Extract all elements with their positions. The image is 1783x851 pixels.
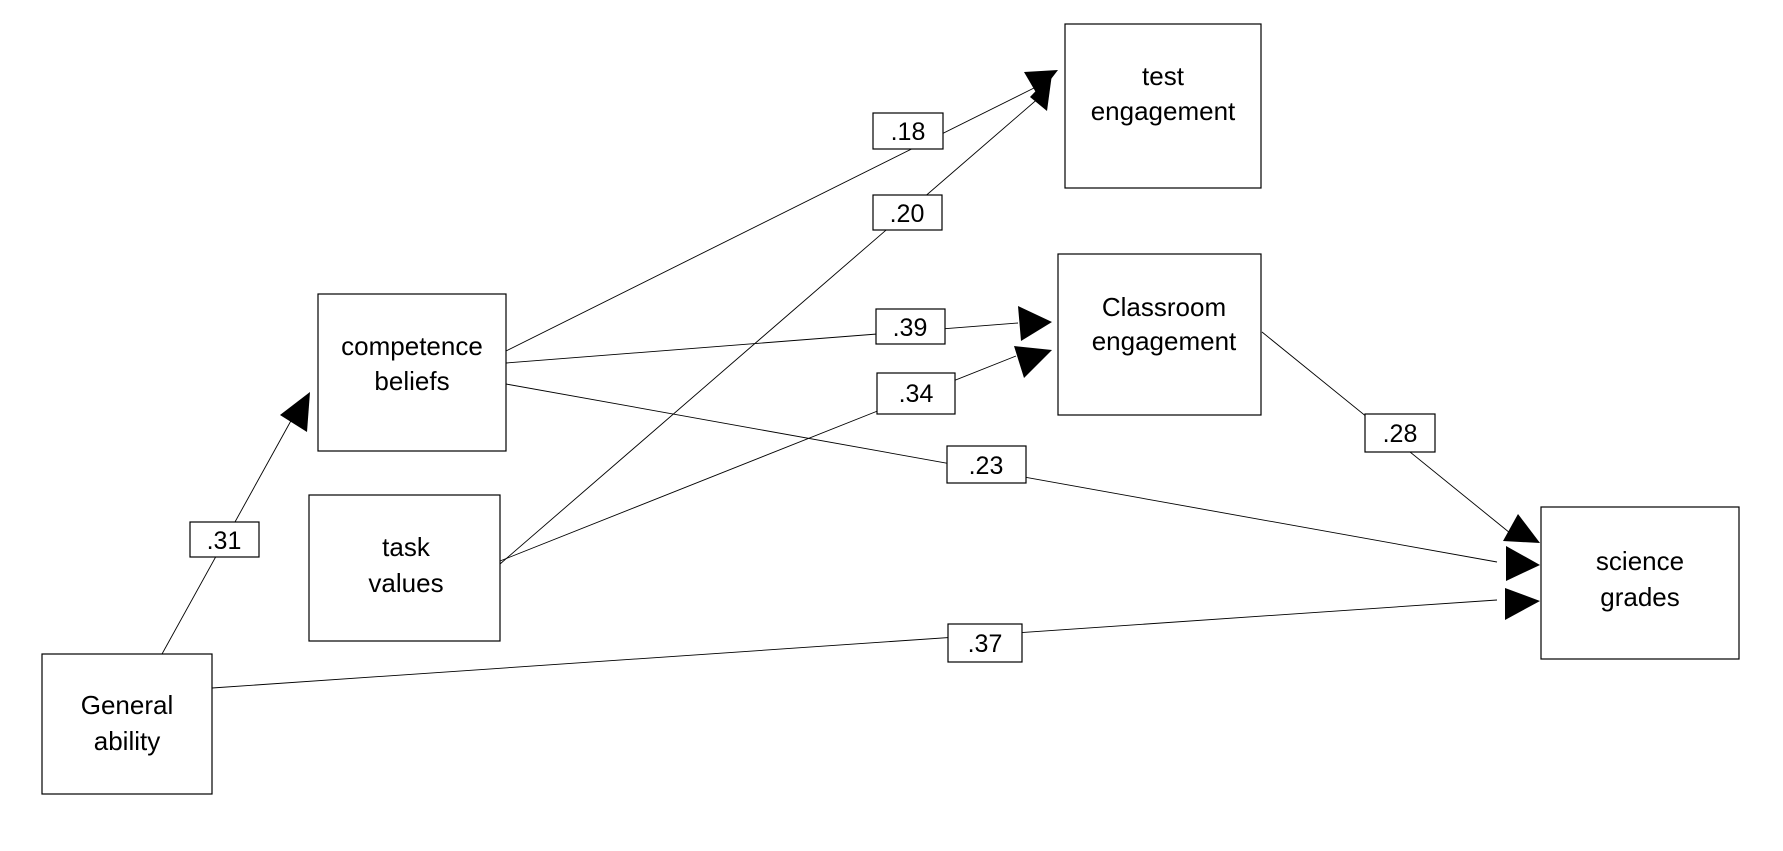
- node-test-engagement: test engagement: [1064, 23, 1262, 189]
- node-task-values: task values: [308, 494, 501, 642]
- coefficient-value: .20: [890, 200, 925, 228]
- coefficient-ability-competence: .31: [189, 521, 260, 558]
- test-engagement-label-line2: engagement: [1091, 96, 1236, 126]
- coefficient-competence-classroom: .39: [875, 308, 946, 345]
- science-grades-label-line2: grades: [1600, 582, 1680, 612]
- coefficient-value: .37: [968, 630, 1003, 658]
- arrowhead-grades-bottom: [1505, 588, 1540, 620]
- coefficient-competence-grades: .23: [946, 445, 1027, 484]
- competence-beliefs-label-line1: competence: [341, 331, 483, 361]
- test-engagement-label-line1: test: [1142, 61, 1185, 91]
- task-values-label-line1: task: [382, 532, 431, 562]
- coefficient-values-test: .20: [872, 194, 943, 231]
- science-grades-label-line1: science: [1596, 546, 1684, 576]
- coefficient-value: .28: [1383, 420, 1418, 448]
- coefficient-ability-grades: .37: [947, 623, 1023, 663]
- general-ability-label-line2: ability: [94, 726, 160, 756]
- coefficient-classroom-grades: .28: [1364, 413, 1436, 453]
- coefficient-value: .34: [899, 380, 934, 408]
- coefficient-value: .31: [207, 527, 242, 555]
- node-science-grades: science grades: [1540, 506, 1740, 660]
- edge-competence-test: [505, 84, 1041, 352]
- arrowhead-test-engagement-bottom: [1030, 74, 1052, 111]
- edge-values-test: [499, 89, 1049, 565]
- edge-ability-grades: [211, 599, 1498, 689]
- coefficient-value: .39: [893, 314, 928, 342]
- node-classroom-engagement: Classroom engagement: [1057, 253, 1262, 416]
- competence-beliefs-label-line2: beliefs: [374, 366, 449, 396]
- coefficient-values-classroom: .34: [876, 372, 956, 415]
- classroom-engagement-label-line2: engagement: [1092, 326, 1237, 356]
- node-competence-beliefs: competence beliefs: [317, 293, 507, 452]
- coefficient-value: .18: [891, 118, 926, 146]
- arrowhead-competence-beliefs: [280, 392, 310, 432]
- arrowhead-test-engagement-top: [1024, 70, 1058, 96]
- general-ability-label-line1: General: [81, 690, 174, 720]
- task-values-label-line2: values: [368, 568, 443, 598]
- arrowhead-classroom-bottom: [1014, 346, 1052, 378]
- node-general-ability: General ability: [41, 653, 213, 795]
- coefficient-competence-test: .18: [872, 112, 944, 150]
- classroom-engagement-label-line1: Classroom: [1102, 292, 1226, 322]
- arrowhead-classroom-top: [1018, 306, 1052, 341]
- arrowhead-grades-middle: [1506, 546, 1540, 581]
- arrowhead-grades-top: [1503, 514, 1540, 543]
- coefficient-value: .23: [969, 452, 1004, 480]
